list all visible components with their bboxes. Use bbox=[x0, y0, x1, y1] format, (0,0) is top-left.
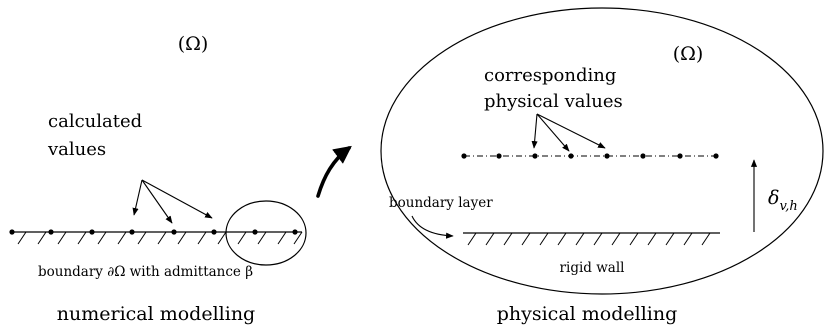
rigid-wall-hatching bbox=[467, 232, 711, 246]
node-1 bbox=[9, 229, 15, 235]
arrow-to-node-6 bbox=[141, 179, 213, 219]
rigid-wall-label: rigid wall bbox=[560, 260, 625, 276]
physical-domain-ellipse bbox=[380, 7, 824, 295]
node-7 bbox=[252, 229, 258, 235]
corresponding-values-label-line2: physical values bbox=[484, 91, 623, 112]
arrow-to-node-5 bbox=[141, 179, 173, 224]
node-2 bbox=[48, 229, 54, 235]
arrow-to-node-4 bbox=[132, 179, 143, 216]
physical-node-8 bbox=[713, 153, 719, 159]
arrow-to-physical-node-3 bbox=[531, 113, 538, 149]
physical-node-6 bbox=[640, 153, 646, 159]
calculated-values-label-line2: values bbox=[47, 139, 106, 160]
boundary-admittance-label: boundary ∂Ω with admittance β bbox=[38, 264, 253, 280]
physical-modelling-caption: physical modelling bbox=[497, 303, 678, 325]
physical-node-4 bbox=[568, 153, 574, 159]
node-3 bbox=[89, 229, 95, 235]
node-6 bbox=[211, 229, 217, 235]
left-domain-label: (Ω) bbox=[178, 33, 209, 55]
zoom-ellipse bbox=[225, 200, 307, 266]
arrow-to-physical-node-5 bbox=[536, 113, 606, 149]
node-4 bbox=[129, 229, 135, 235]
zoom-arrow bbox=[316, 145, 352, 198]
physical-nodes bbox=[461, 153, 719, 159]
right-domain-label: (Ω) bbox=[673, 43, 704, 65]
physical-values-arrows bbox=[531, 113, 606, 152]
physical-node-1 bbox=[461, 153, 467, 159]
numerical-boundary-hatching bbox=[17, 231, 303, 245]
numerical-modelling-caption: numerical modelling bbox=[57, 303, 255, 325]
boundary-layer-arrow bbox=[411, 215, 454, 239]
thickness-label: δv,h bbox=[768, 187, 798, 214]
calculated-values-label-line1: calculated bbox=[48, 111, 142, 132]
physical-node-5 bbox=[604, 153, 610, 159]
physical-modelling-panel: (Ω) corresponding physical values bounda… bbox=[380, 7, 824, 325]
boundary-layer-label: boundary layer bbox=[389, 195, 493, 211]
arrow-to-physical-node-4 bbox=[536, 113, 570, 152]
numerical-modelling-panel: (Ω) calculated values bbox=[9, 33, 307, 325]
physical-node-2 bbox=[496, 153, 502, 159]
physical-node-3 bbox=[532, 153, 538, 159]
numerical-nodes bbox=[9, 229, 298, 235]
calculated-values-arrows bbox=[132, 179, 213, 224]
thickness-symbol: δ bbox=[768, 187, 779, 209]
physical-node-7 bbox=[677, 153, 683, 159]
thickness-subscript: v,h bbox=[779, 199, 797, 214]
corresponding-values-label-line1: corresponding bbox=[484, 65, 616, 86]
node-5 bbox=[171, 229, 177, 235]
node-8 bbox=[292, 229, 298, 235]
